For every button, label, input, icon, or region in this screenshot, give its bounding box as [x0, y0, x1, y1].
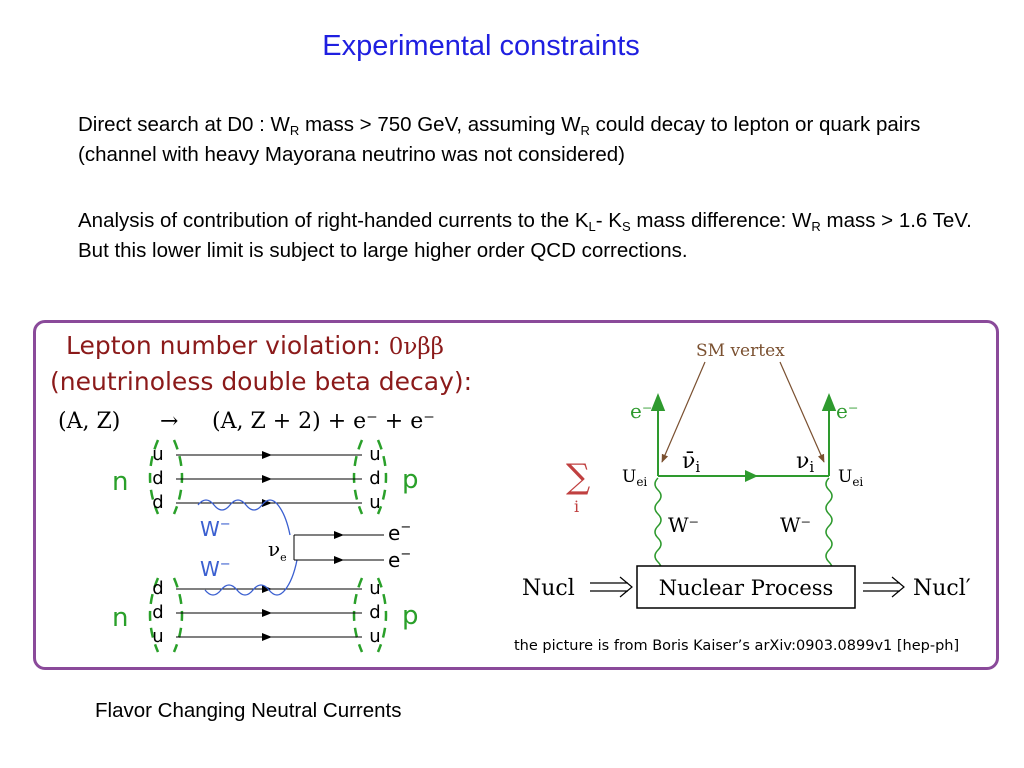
- electron-label-1: e−: [388, 520, 411, 545]
- bracket-p-bot-right: [376, 577, 388, 653]
- heading-line2: (neutrinoless double beta decay):: [50, 367, 472, 396]
- electron-label-left: e⁻: [630, 399, 652, 423]
- figure-frame: [33, 320, 999, 670]
- paragraph-direct-search: Direct search at D0 : WR mass > 750 GeV,…: [78, 113, 921, 166]
- paragraph-kl-ks-analysis: Analysis of contribution of right-handed…: [78, 209, 972, 262]
- heading-line1: Lepton number violation: 0νββ: [66, 331, 444, 360]
- sm-vertex-label: SM vertex: [696, 341, 785, 361]
- reaction-lhs: (A, Z): [58, 409, 120, 434]
- neutrino-label-right: νi: [796, 449, 814, 476]
- quark-out-top-1: u: [369, 444, 380, 465]
- bracket-n-bot-left: [148, 577, 160, 653]
- mixing-label-left: Uei: [622, 467, 647, 489]
- w-label-bottom: W−: [200, 557, 231, 581]
- reaction-rhs: (A, Z + 2) + e⁻ + e⁻: [212, 409, 435, 434]
- electron-label-2: e−: [388, 547, 411, 572]
- bracket-n-top-right: [172, 439, 184, 515]
- quark-out-bot-3: u: [369, 626, 380, 647]
- nucleus-in-label: Nucl: [522, 576, 575, 601]
- w-boson-line-top: [197, 499, 291, 536]
- sm-vertex-arrow-left: [661, 361, 706, 463]
- neutron-label-bottom: n: [112, 603, 128, 633]
- sm-vertex-arrow-right: [779, 361, 825, 463]
- quark-in-top-3: d: [152, 492, 163, 513]
- figure-credit: the picture is from Boris Kaiser’s arXiv…: [514, 638, 959, 654]
- page-title: Experimental constraints: [322, 30, 640, 62]
- w-label-right-right: W⁻: [780, 513, 811, 537]
- bracket-p-top-right: [376, 439, 388, 515]
- quark-out-top-2: d: [369, 468, 380, 489]
- quark-out-bot-2: d: [369, 602, 380, 623]
- w-wiggle-left: [654, 477, 662, 575]
- neutrino-label: νe: [268, 537, 287, 564]
- antineutrino-label: ν̄i: [682, 449, 700, 476]
- quark-in-bot-1: d: [152, 578, 163, 599]
- bracket-n-bot-right: [172, 577, 184, 653]
- sum-index: i: [574, 497, 579, 516]
- sum-symbol: ∑: [566, 457, 590, 497]
- electron-label-right: e⁻: [836, 399, 858, 423]
- quark-out-top-3: u: [369, 492, 380, 513]
- quark-in-top-2: d: [152, 468, 163, 489]
- double-arrow-in: [590, 576, 633, 598]
- quark-in-bot-3: u: [152, 626, 163, 647]
- proton-label-bottom: p: [402, 601, 419, 631]
- w-wiggle-right: [825, 477, 833, 575]
- bracket-p-bot-left: [352, 577, 364, 653]
- quark-out-bot-1: u: [369, 578, 380, 599]
- footer-heading: Flavor Changing Neutral Currents: [95, 699, 402, 722]
- reaction-arrow: →: [160, 409, 178, 434]
- nucleus-out-label: Nucl′: [913, 576, 971, 601]
- double-arrow-out: [863, 576, 905, 598]
- mixing-label-right: Uei: [838, 467, 863, 489]
- neutron-label-top: n: [112, 467, 128, 497]
- nuclear-process-label: Nuclear Process: [659, 576, 834, 600]
- bracket-p-top-left: [352, 439, 364, 515]
- w-label-right-left: W⁻: [668, 513, 699, 537]
- quark-in-bot-2: d: [152, 602, 163, 623]
- w-boson-line-bottom: [204, 559, 298, 596]
- bracket-n-top-left: [148, 439, 160, 515]
- nuclear-process-box: [636, 565, 856, 609]
- w-label-top: W−: [200, 517, 231, 541]
- quark-in-top-1: u: [152, 444, 163, 465]
- proton-label-top: p: [402, 465, 419, 495]
